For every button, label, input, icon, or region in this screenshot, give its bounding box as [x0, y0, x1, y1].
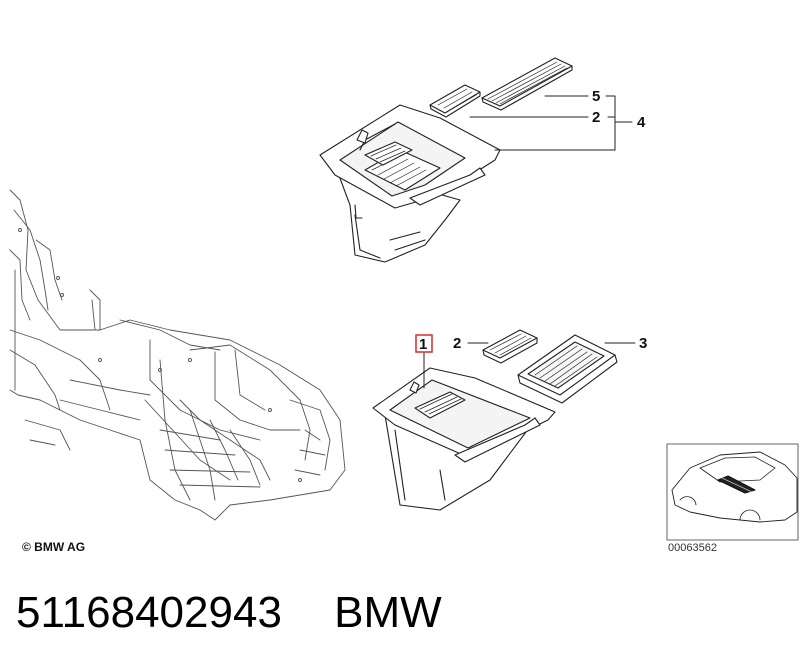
callout-bottom-2: 2: [453, 335, 461, 352]
callout-highlight-box: [415, 334, 433, 353]
top-tray-assembly: [319, 104, 501, 263]
top-small-insert: [429, 84, 481, 118]
image-code: 00063562: [668, 542, 717, 554]
top-leader-lines: [469, 95, 633, 151]
car-thumbnail: [666, 443, 799, 541]
bottom-leader-lines: [423, 342, 636, 389]
callout-bottom-1: 1: [419, 336, 427, 353]
callout-top-4: 4: [637, 114, 646, 131]
callout-bottom-3: 3: [639, 335, 647, 352]
top-grid-mat: [481, 57, 573, 111]
console-frame: [9, 189, 346, 521]
brand-name: BMW: [334, 588, 442, 637]
copyright-notice: © BMW AG: [22, 540, 86, 554]
footer-caption: 51168402943 BMW: [16, 588, 442, 638]
bottom-small-insert: [482, 329, 538, 364]
callout-top-2: 2: [592, 109, 600, 126]
bottom-tray-insert: [517, 334, 618, 404]
parts-diagram: 5 2 4 1 2 3: [9, 57, 799, 541]
callout-top-5: 5: [592, 88, 600, 105]
part-number: 51168402943: [16, 588, 282, 637]
bottom-bin-assembly: [372, 367, 556, 511]
